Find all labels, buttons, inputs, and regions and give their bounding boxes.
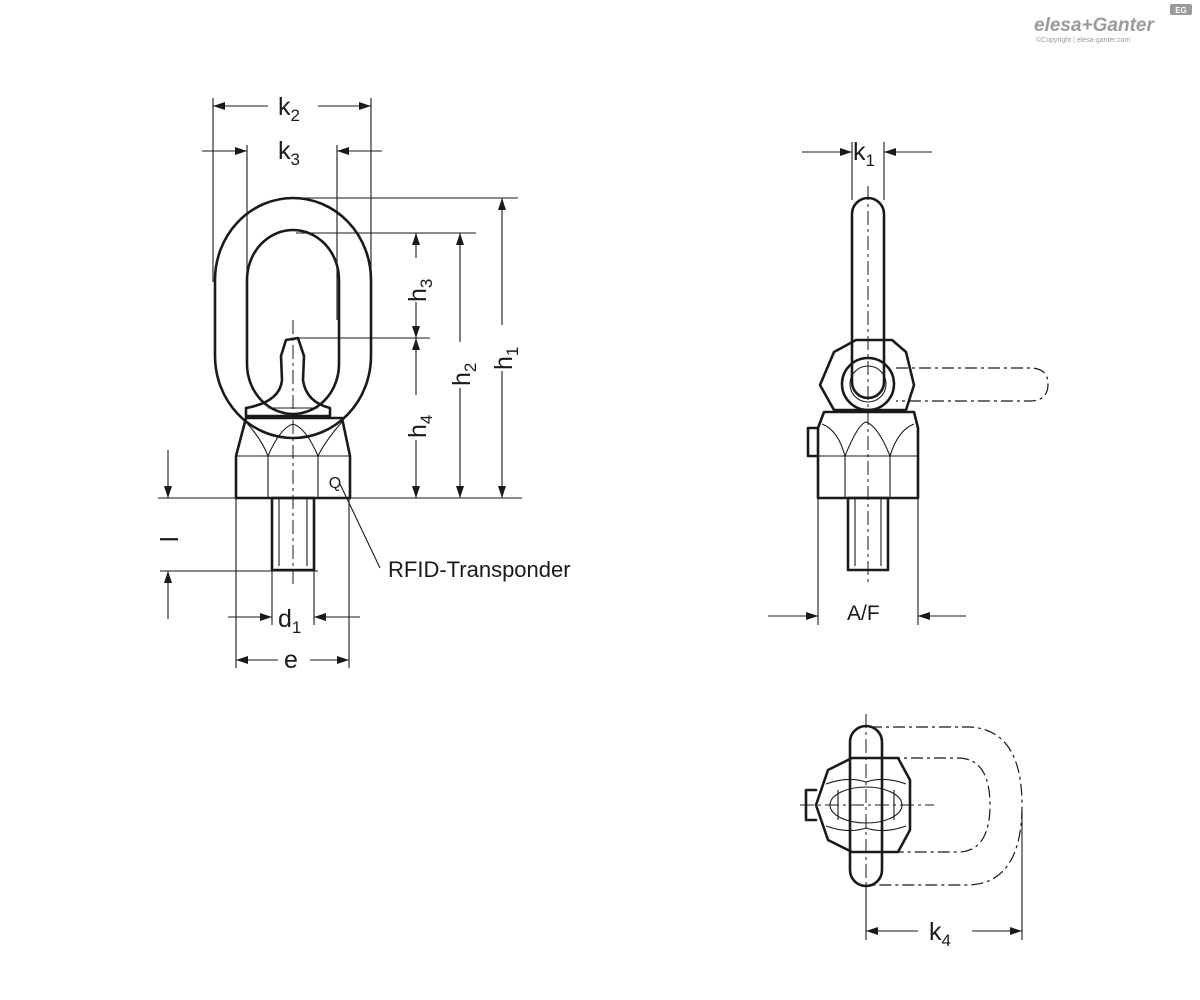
rfid-callout: RFID-Transponder xyxy=(388,557,571,582)
side-thread xyxy=(846,496,890,572)
side-dimensions: k1 A/F xyxy=(768,138,966,625)
logo-badge xyxy=(1170,4,1192,15)
dim-label-k1: k1 xyxy=(853,138,875,170)
brand-logo: elesa+Ganter EG ©Copyright | elesa-gante… xyxy=(1034,4,1192,44)
dim-label-k4: k4 xyxy=(929,918,951,950)
top-hex xyxy=(814,756,912,854)
dim-label-k2: k2 xyxy=(278,93,300,125)
rfid-mark: Q xyxy=(329,475,341,492)
top-view xyxy=(800,714,1023,900)
top-dimensions: k4 xyxy=(865,812,1023,950)
side-view xyxy=(806,186,1049,582)
swivel-neck xyxy=(244,336,332,418)
rfid-leader xyxy=(339,483,381,569)
dim-label-h1: h1 xyxy=(490,347,522,370)
dim-label-h3: h3 xyxy=(404,279,436,302)
dim-label-d1: d1 xyxy=(278,605,301,637)
logo-text: elesa+Ganter xyxy=(1034,15,1155,36)
dim-label-h2: h2 xyxy=(448,363,480,386)
dim-label-l: l xyxy=(156,536,184,542)
side-head xyxy=(818,338,916,412)
top-ring-phantom-outer xyxy=(870,726,1023,886)
logo-badge-text: EG xyxy=(1175,6,1187,15)
dim-label-af: A/F xyxy=(847,602,880,625)
top-ring-phantom-inner xyxy=(888,757,991,853)
front-view: Q xyxy=(213,196,373,586)
front-dimensions: k2 k3 h1 h2 h3 h4 l xyxy=(156,93,571,674)
dim-label-h4: h4 xyxy=(404,415,436,438)
dim-label-e: e xyxy=(284,646,298,674)
logo-copyright: ©Copyright | elesa-ganter.com xyxy=(1036,36,1131,44)
dim-label-k3: k3 xyxy=(278,137,300,169)
side-ring-phantom xyxy=(896,367,1049,402)
